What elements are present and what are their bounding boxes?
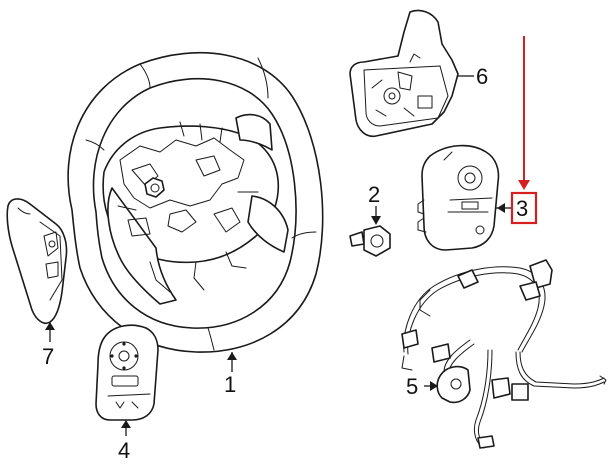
- bolt[interactable]: [349, 225, 391, 257]
- callout-5: 5: [406, 374, 418, 399]
- arrow-1-icon: [227, 352, 237, 360]
- wiring-harness[interactable]: [401, 259, 607, 449]
- arrow-3-icon: [497, 203, 505, 213]
- callout-3-box: [510, 191, 538, 225]
- left-control-switch[interactable]: [95, 324, 159, 421]
- highlight-arrow-icon: [518, 180, 530, 190]
- paddle-trim[interactable]: [6, 198, 68, 325]
- callout-2: 2: [368, 182, 380, 207]
- steering-wheel[interactable]: [67, 51, 324, 353]
- callout-3: 3: [516, 196, 528, 221]
- switch-module[interactable]: [417, 144, 500, 251]
- callout-7: 7: [42, 344, 54, 369]
- callout-6: 6: [476, 64, 488, 89]
- callout-4: 4: [118, 438, 130, 463]
- callout-1: 1: [224, 372, 236, 397]
- arrow-2-icon: [371, 216, 381, 225]
- cover-plate[interactable]: [349, 9, 459, 138]
- arrow-7-icon: [45, 322, 55, 330]
- arrow-5-icon: [430, 381, 438, 391]
- arrow-4-icon: [121, 420, 131, 428]
